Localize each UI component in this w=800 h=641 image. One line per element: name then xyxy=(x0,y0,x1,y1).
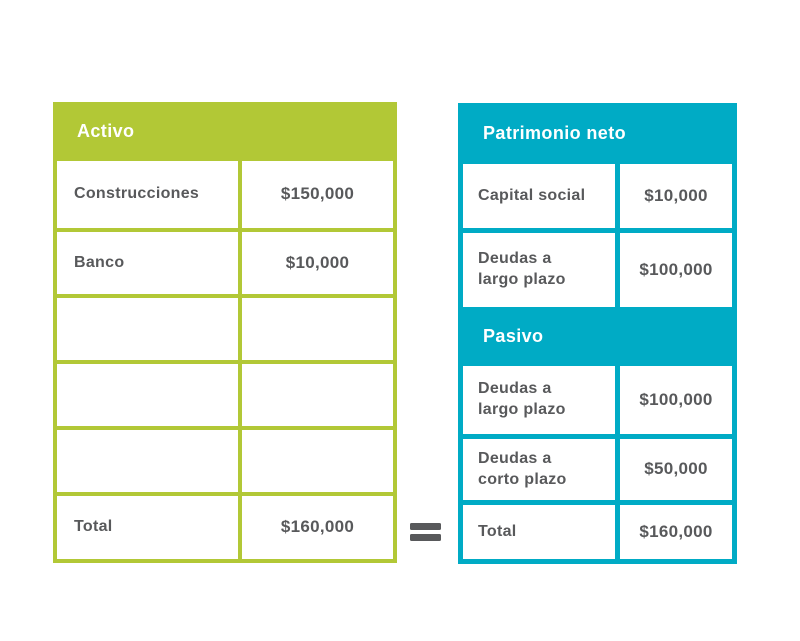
activo-table: Activo Construcciones $150,000 Banco $10… xyxy=(53,102,397,563)
activo-row-empty2-value xyxy=(242,364,393,426)
activo-row-empty1-label xyxy=(57,298,238,360)
pasivo-header: Pasivo xyxy=(463,312,732,361)
equals-bottom-bar xyxy=(410,534,441,541)
activo-header: Activo xyxy=(57,106,393,157)
pasivo-row-deudas-corto-plazo-label: Deudas a corto plazo xyxy=(463,439,615,500)
pasivo-row-deudas-largo-plazo-value: $100,000 xyxy=(620,366,732,434)
pasivo-row-total-value: $160,000 xyxy=(620,505,732,559)
activo-row-empty2-label xyxy=(57,364,238,426)
activo-row-banco-label: Banco xyxy=(57,232,238,294)
patrimonio-pasivo-table: Patrimonio neto Capital social $10,000 D… xyxy=(458,103,737,564)
activo-row-empty1-value xyxy=(242,298,393,360)
activo-row-banco-value: $10,000 xyxy=(242,232,393,294)
patrimonio-neto-header: Patrimonio neto xyxy=(463,108,732,159)
activo-row-empty3-value xyxy=(242,430,393,492)
activo-row-total-label: Total xyxy=(57,496,238,559)
patrimonio-row-capital-social-label: Capital social xyxy=(463,164,615,228)
pasivo-row-deudas-largo-plazo-label: Deudas a largo plazo xyxy=(463,366,615,434)
patrimonio-row-deudas-largo-plazo-value: $100,000 xyxy=(620,233,732,307)
pasivo-row-deudas-corto-plazo-value: $50,000 xyxy=(620,439,732,500)
patrimonio-row-deudas-largo-plazo-label: Deudas a largo plazo xyxy=(463,233,615,307)
activo-header-label: Activo xyxy=(77,121,135,141)
patrimonio-neto-header-label: Patrimonio neto xyxy=(483,123,627,143)
activo-row-total-value: $160,000 xyxy=(242,496,393,559)
activo-row-construcciones-value: $150,000 xyxy=(242,161,393,228)
activo-row-empty3-label xyxy=(57,430,238,492)
patrimonio-row-capital-social-value: $10,000 xyxy=(620,164,732,228)
equals-sign xyxy=(410,523,441,541)
pasivo-row-total-label: Total xyxy=(463,505,615,559)
equals-top-bar xyxy=(410,523,441,530)
activo-row-construcciones-label: Construcciones xyxy=(57,161,238,228)
pasivo-header-label: Pasivo xyxy=(483,326,544,346)
